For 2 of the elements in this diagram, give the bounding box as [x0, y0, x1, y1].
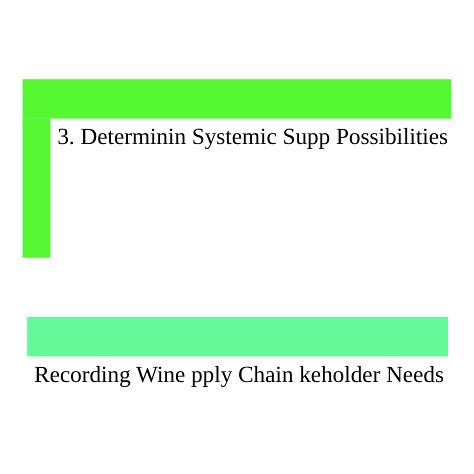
node-label: Recording Wine pply Chain keholder Needs: [34, 361, 444, 388]
node-box: [27, 316, 448, 356]
